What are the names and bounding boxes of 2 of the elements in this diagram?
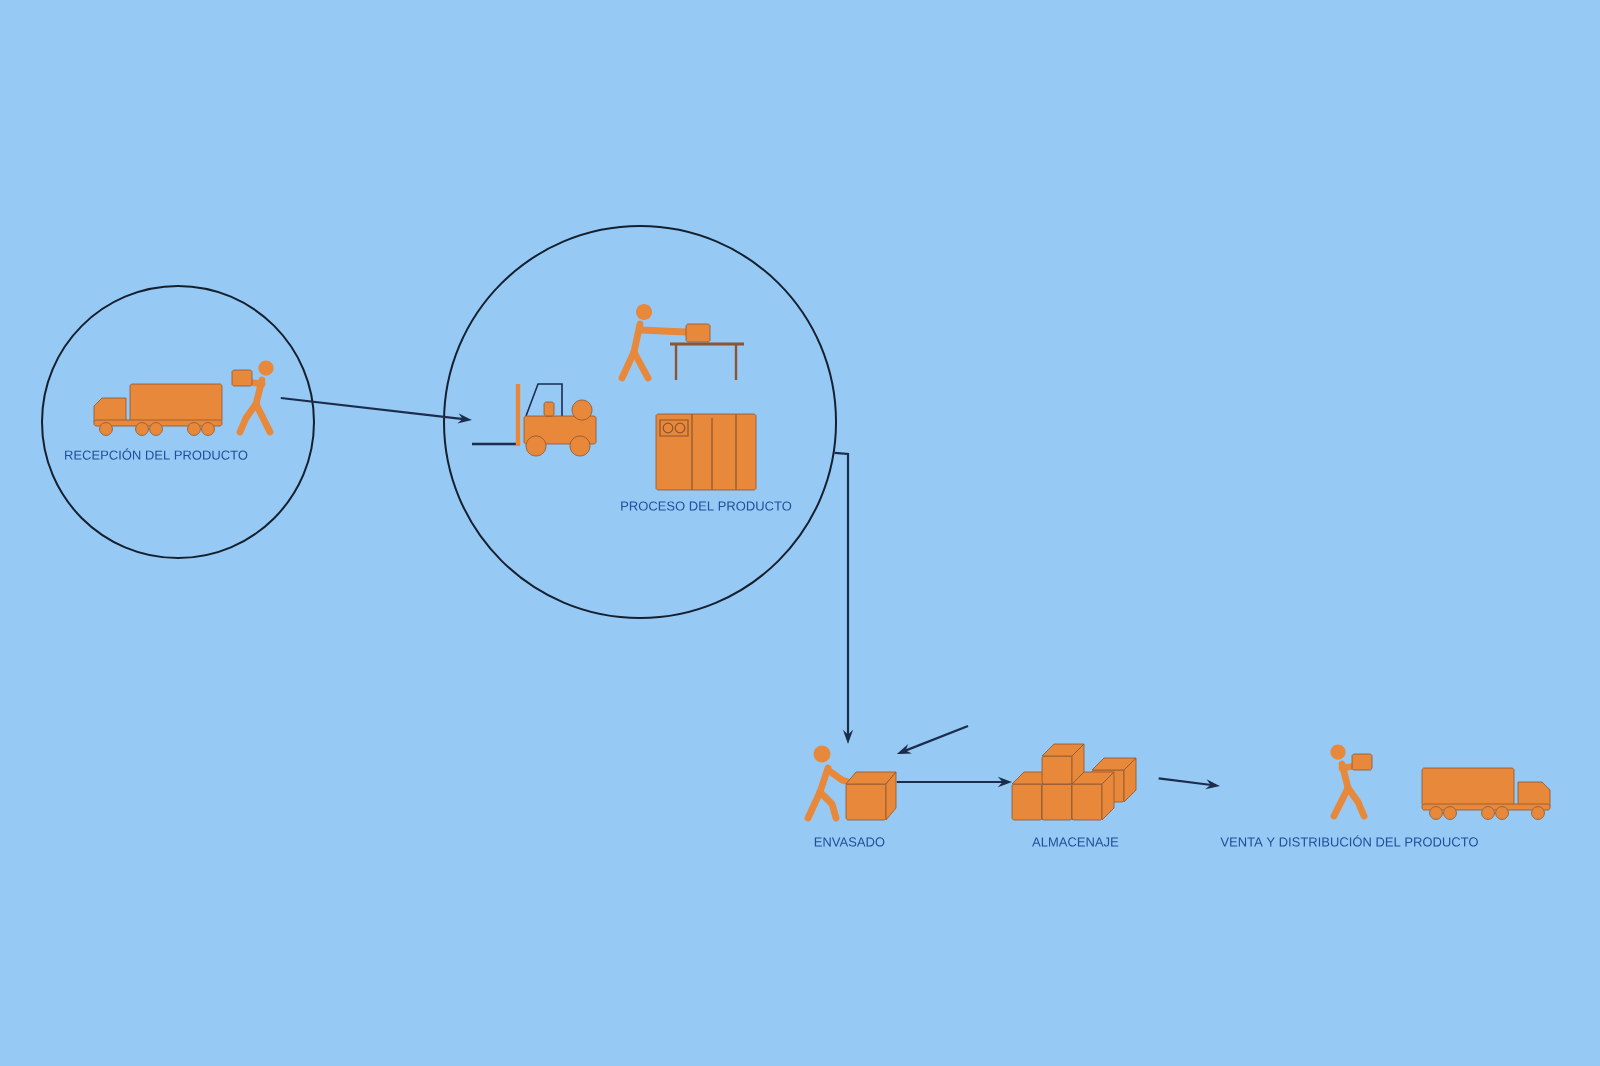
forklift-picture	[472, 383, 597, 457]
delivery-truck-picture	[93, 360, 274, 436]
